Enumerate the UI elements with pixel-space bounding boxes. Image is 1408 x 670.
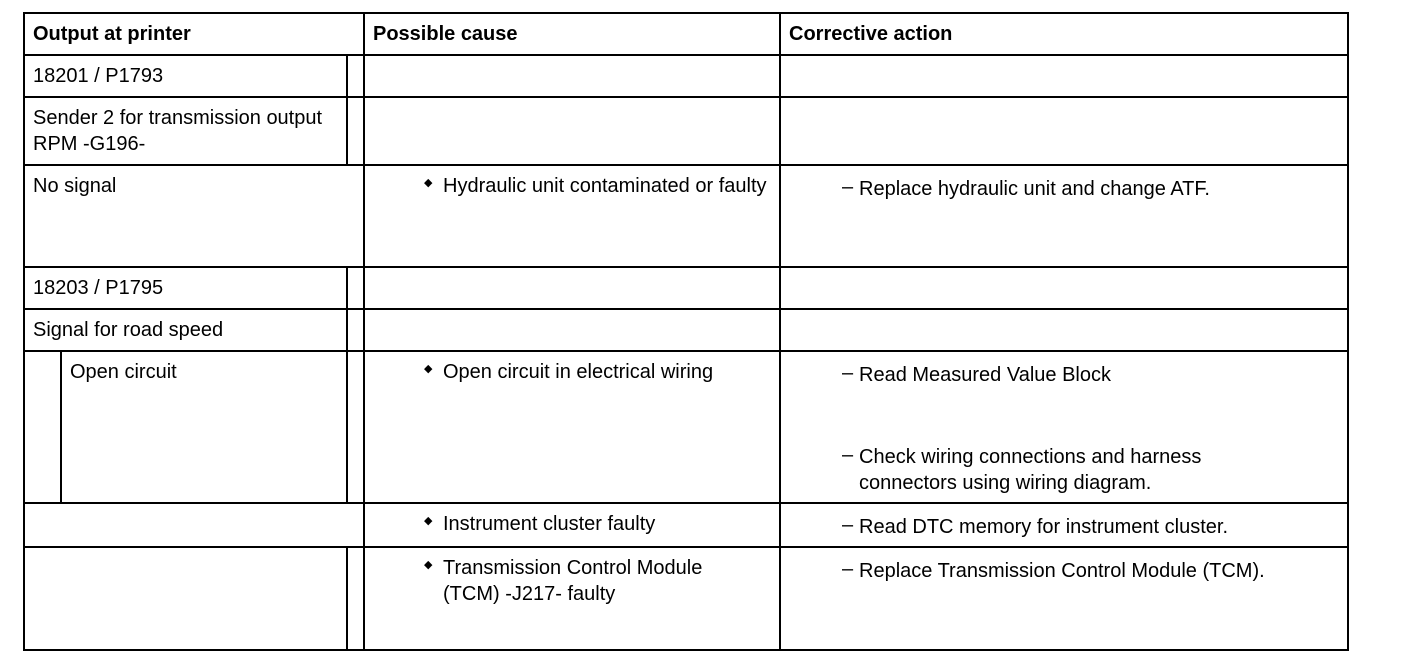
cell-action: Read DTC memory for instrument cluster.: [842, 512, 1228, 540]
cell-cause: Hydraulic unit contaminated or faulty: [424, 173, 773, 199]
cell-output: 18201 / P1793: [33, 65, 164, 87]
cell-output: No signal: [33, 175, 117, 197]
cell-cause: Open circuit in electrical wiring: [424, 359, 713, 385]
cell-output: 18203 / P1795: [33, 277, 164, 299]
cell-output: Signal for road speed: [33, 319, 224, 341]
header-output-at-printer: Output at printer: [33, 23, 191, 45]
cell-cause: Instrument cluster faulty: [424, 511, 655, 537]
cell-cause: Transmission Control Module (TCM) -J217-…: [424, 555, 763, 607]
cell-action: Read Measured Value Block: [842, 360, 1111, 388]
cell-action: Replace hydraulic unit and change ATF.: [842, 174, 1210, 202]
cell-action: Check wiring connections and harness con…: [842, 442, 1279, 496]
cell-action: Replace Transmission Control Module (TCM…: [842, 556, 1265, 584]
cell-output: Sender 2 for transmission output RPM -G1…: [33, 107, 323, 155]
table-frame: [23, 12, 1349, 651]
header-corrective-action: Corrective action: [789, 23, 953, 45]
header-possible-cause: Possible cause: [373, 23, 518, 45]
cell-output: Open circuit: [70, 361, 177, 383]
